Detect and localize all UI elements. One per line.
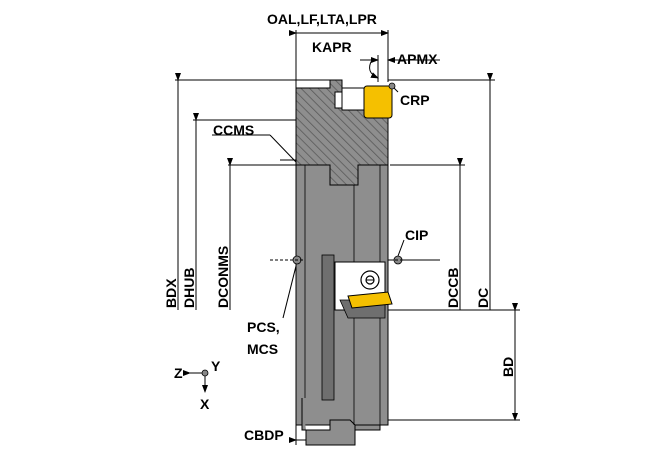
- label-crp: CRP: [400, 92, 430, 108]
- dimension-arrows: [175, 30, 518, 443]
- label-bdx: BDX: [163, 278, 179, 308]
- label-ccms: CCMS: [213, 122, 254, 138]
- axis-glyph: [183, 369, 209, 393]
- label-mcs: MCS: [247, 341, 278, 357]
- label-dc: DC: [475, 288, 491, 308]
- label-dhub: DHUB: [181, 268, 197, 308]
- label-bd: BD: [500, 357, 516, 377]
- crp-point-icon: [388, 82, 396, 90]
- label-kapr: KAPR: [312, 39, 352, 55]
- label-axis-x: X: [200, 396, 210, 412]
- insert-bottom: [347, 291, 393, 309]
- label-oal: OAL,LF,LTA,LPR: [267, 11, 377, 27]
- label-dconms: DCONMS: [215, 246, 231, 308]
- label-axis-z: Z: [174, 365, 183, 381]
- label-cbdp: CBDP: [244, 427, 284, 443]
- label-axis-y: Y: [211, 358, 221, 374]
- cutter-body: [295, 79, 389, 446]
- label-apmx: APMX: [397, 51, 438, 67]
- label-pcs: PCS,: [247, 319, 280, 335]
- label-dccb: DCCB: [445, 268, 461, 308]
- insert-top: [363, 85, 393, 119]
- label-cip: CIP: [405, 227, 428, 243]
